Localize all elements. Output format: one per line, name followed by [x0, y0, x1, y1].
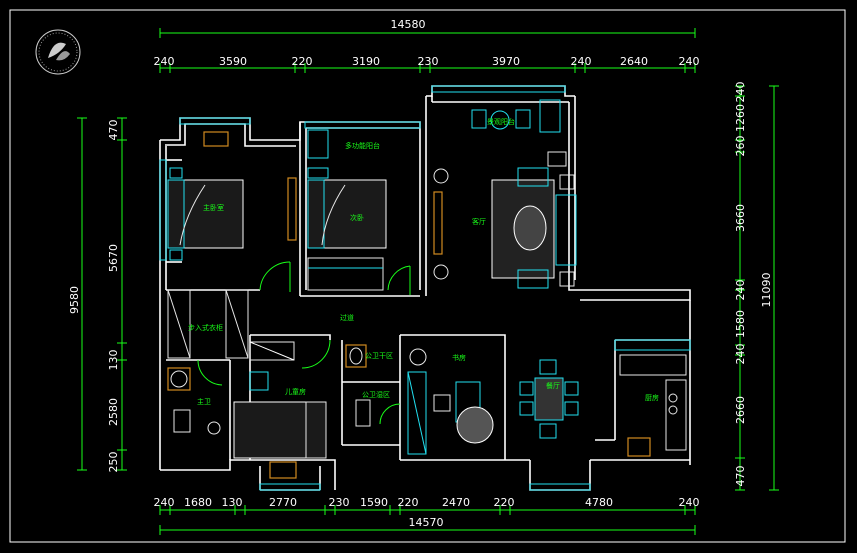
left-dim: 250 — [107, 452, 120, 473]
right-dim: 240 — [734, 344, 747, 365]
room-label-corridor: 过道 — [340, 313, 354, 322]
right-dim: 240 — [734, 82, 747, 103]
logo-seal-icon — [35, 29, 81, 75]
right-dim: 260 — [734, 136, 747, 157]
doors — [197, 261, 411, 425]
bottom-dim: 2470 — [442, 496, 470, 509]
right-total-dim: 11090 — [760, 273, 773, 308]
room-label-public-bath: 公卫湿区 — [362, 390, 390, 399]
left-dim: 130 — [107, 350, 120, 371]
master-bath-fixtures — [167, 367, 221, 435]
bottom-dim: 240 — [679, 496, 700, 509]
drawing-frame — [9, 9, 846, 543]
bottom-dim: 1680 — [184, 496, 212, 509]
room-label-multi-balcony: 多功能阳台 — [345, 141, 380, 150]
top-dim: 240 — [571, 55, 592, 68]
balcony-table-set — [471, 99, 561, 133]
top-dim: 230 — [418, 55, 439, 68]
right-dim: 1580 — [734, 310, 747, 338]
top-dim: 240 — [679, 55, 700, 68]
room-label-master-bath: 主卫 — [197, 397, 211, 406]
left-total-dim: 9580 — [68, 286, 81, 314]
dimension-lines — [77, 28, 779, 535]
tv-cabinets — [287, 177, 443, 255]
bottom-dim: 220 — [494, 496, 515, 509]
right-dim: 2660 — [734, 396, 747, 424]
room-label-balcony: 景观阳台 — [487, 117, 515, 126]
study-furniture — [407, 348, 494, 455]
right-dim: 1260 — [734, 104, 747, 132]
living-sofa-set — [433, 151, 577, 289]
kitchen-counters — [619, 354, 687, 457]
top-dim: 3590 — [219, 55, 247, 68]
room-labels: 主卧室 次卧 多功能阳台 客厅 景观阳台 步入式衣柜 过道 主卫 儿童房 公卫干… — [188, 117, 659, 406]
windows — [159, 85, 691, 491]
room-label-kitchen: 厨房 — [645, 393, 659, 402]
room-label-bedroom2: 次卧 — [350, 213, 364, 222]
dimension-labels: 14580 240 3590 220 3190 230 3970 240 264… — [68, 18, 773, 529]
dining-set — [519, 359, 579, 439]
bottom-dim: 220 — [398, 496, 419, 509]
right-dim: 240 — [734, 280, 747, 301]
bottom-dim: 130 — [222, 496, 243, 509]
room-label-study: 书房 — [452, 353, 466, 362]
bottom-dim: 2770 — [269, 496, 297, 509]
room-label-wash: 公卫干区 — [365, 352, 393, 360]
bottom-dim: 1590 — [360, 496, 388, 509]
top-dim: 3970 — [492, 55, 520, 68]
top-total-dim: 14580 — [391, 18, 426, 31]
kids-bed — [233, 341, 327, 479]
room-label-living: 客厅 — [472, 217, 486, 226]
second-bed — [307, 129, 387, 291]
room-label-dining: 餐厅 — [546, 381, 560, 390]
left-dim: 5670 — [107, 244, 120, 272]
bottom-total-dim: 14570 — [409, 516, 444, 529]
top-dim: 3190 — [352, 55, 380, 68]
top-dim: 240 — [154, 55, 175, 68]
right-dim: 3660 — [734, 204, 747, 232]
public-bath-fixtures — [345, 344, 371, 427]
bottom-dim: 230 — [329, 496, 350, 509]
walkin-wardrobes — [167, 289, 249, 359]
room-label-walkin: 步入式衣柜 — [188, 323, 223, 332]
top-dim: 220 — [292, 55, 313, 68]
top-dim: 2640 — [620, 55, 648, 68]
master-bed — [167, 131, 244, 261]
room-label-master: 主卧室 — [203, 203, 224, 212]
room-label-kids: 儿童房 — [285, 387, 306, 396]
left-dim: 470 — [107, 120, 120, 141]
left-dim: 2580 — [107, 398, 120, 426]
bottom-dim: 240 — [154, 496, 175, 509]
bottom-dim: 4780 — [585, 496, 613, 509]
right-dim: 470 — [734, 466, 747, 487]
